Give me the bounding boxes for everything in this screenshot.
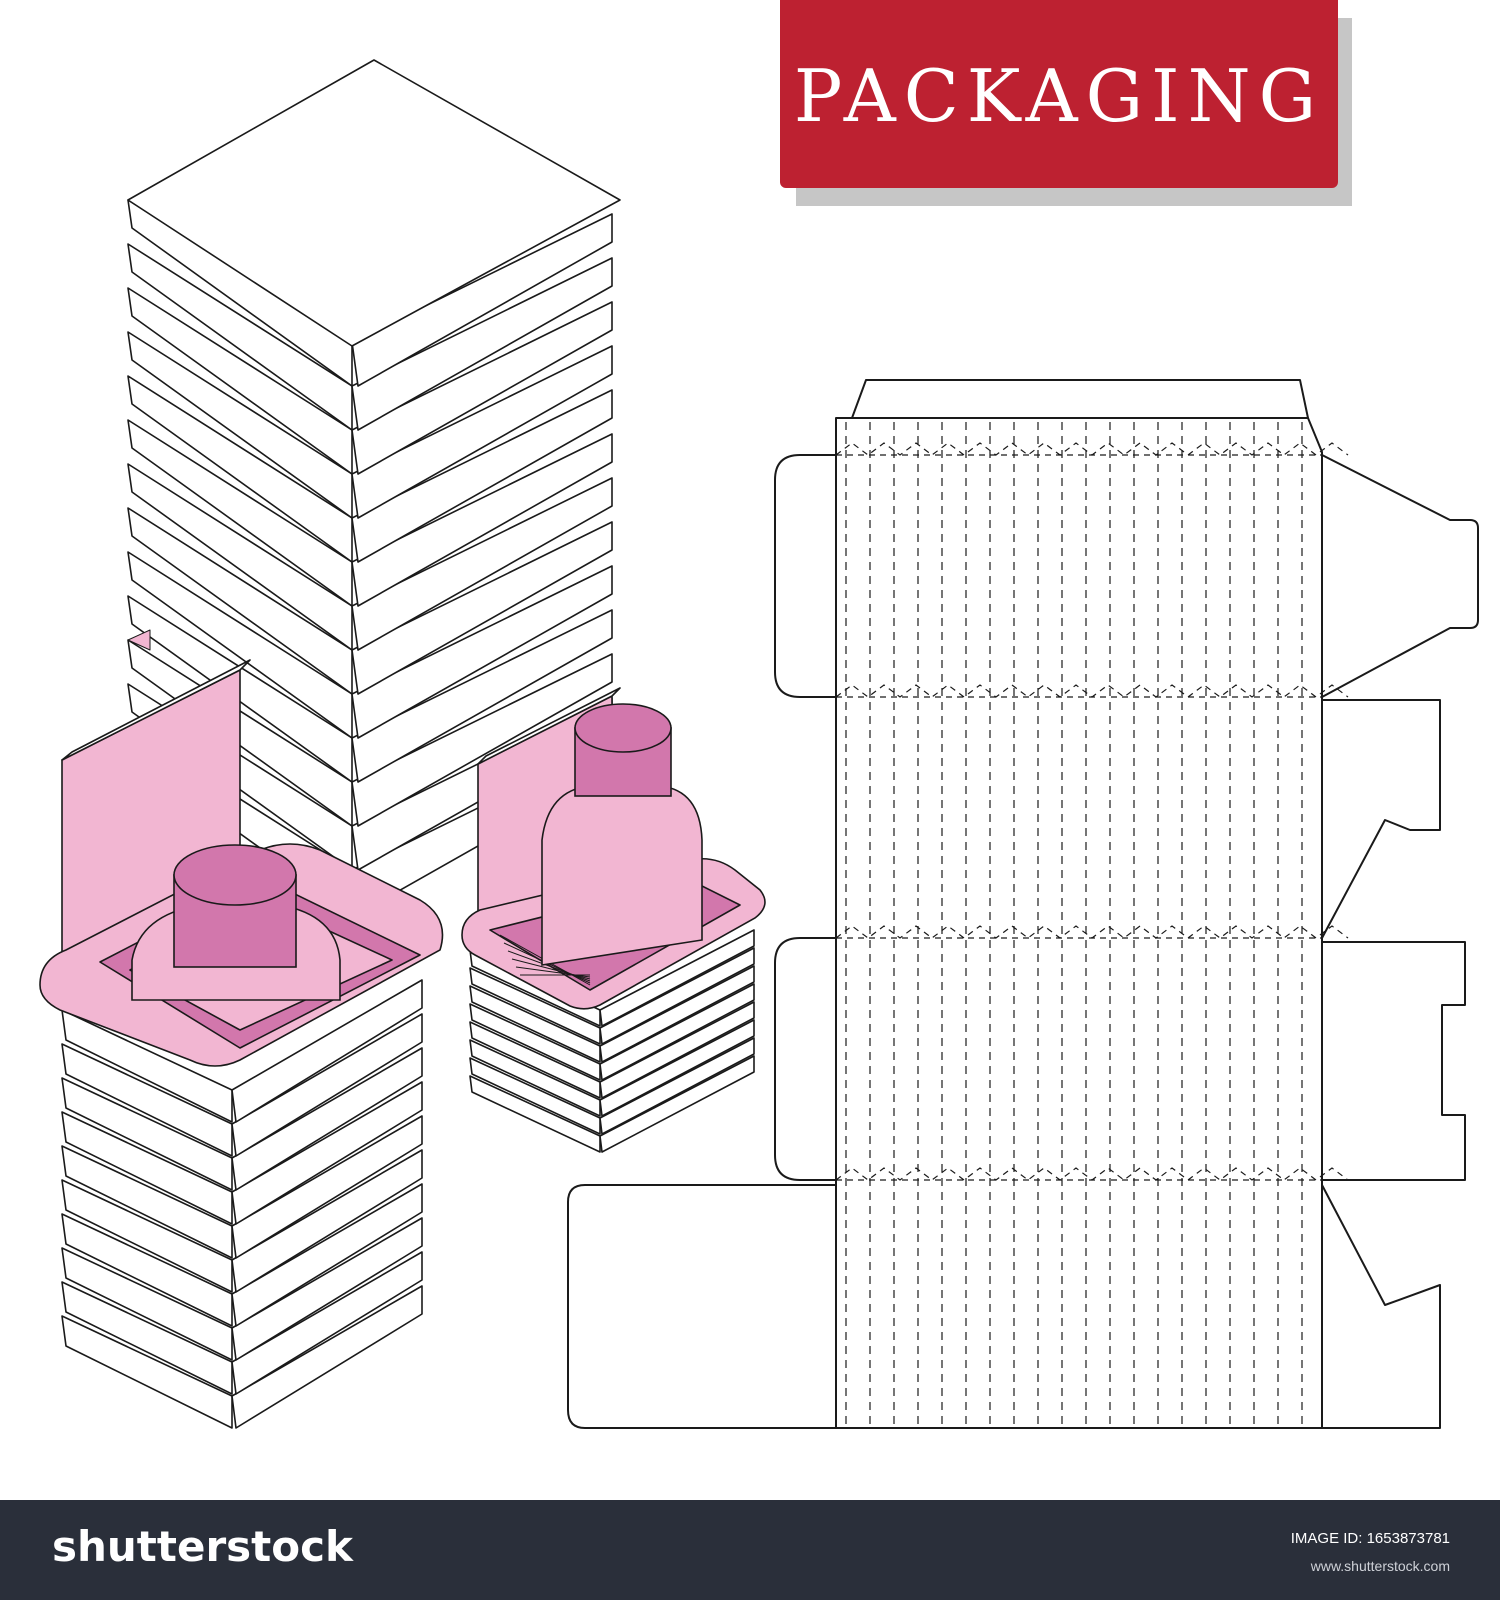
left-stack-layer-right [231,1115,423,1259]
right-stack-layer-left [469,985,601,1063]
right-stack-layer-right [599,929,755,1027]
right-stack-layer-right [599,965,755,1063]
dieline-main-body [835,417,1323,1429]
left-stack-layer-right [231,1149,423,1293]
left-stack-layer-left [61,1179,233,1293]
left-stack-layer-right [231,1183,423,1327]
right-stack-layer-left [469,1075,601,1153]
left-stack-layer-left [61,1315,233,1429]
dieline-right-tab-1 [1321,454,1479,698]
left-open-insert-with-bottle [39,659,444,1429]
stack-layer-right [351,609,613,783]
left-back-curl [61,659,251,761]
illustration-canvas: PACKAGING [39,0,1479,1429]
left-stack-layer-left [61,1043,233,1157]
stack-layer-left [127,507,353,695]
right-stack-layer-left [469,1039,601,1117]
page-title: PACKAGING [793,54,1325,138]
left-stack-layer-left [61,1077,233,1191]
dieline-left-flap-2 [774,937,837,1181]
right-bottle-cap-top [574,703,672,753]
dieline-left-flap-1 [774,454,837,698]
packaging-illustration [39,59,1479,1429]
left-stack-layer-left [61,1281,233,1395]
folded-stack-top-box [127,59,621,915]
stack-layer-right [351,433,613,607]
stack-layer-left [127,287,353,475]
dieline-right-tab-2 [1321,699,1441,939]
stack-layer-right [351,653,613,827]
footer-bar: shutterstock IMAGE ID: 1653873781 www.sh… [0,1500,1500,1600]
stack-layer-right [351,213,613,387]
left-stack-layer-right [231,1047,423,1191]
stack-pink-glimpse [127,629,151,651]
stack-lid-top [127,59,621,347]
stack-layer-right [351,257,613,431]
stack-layer-left [127,375,353,563]
dieline-top-tab [851,379,1309,419]
right-stack-layer-left [469,1003,601,1081]
stack-layer-left [127,243,353,431]
dieline-right-tab-4 [1321,1184,1441,1429]
right-back-curl [477,687,621,765]
left-stack-layer-right [231,979,423,1123]
stack-layer-right [351,301,613,475]
left-stack-layer-left [61,1247,233,1361]
right-stack-layer-right [599,1037,755,1135]
footer-image-id: IMAGE ID: 1653873781 [1290,1530,1450,1547]
left-stack-layer-right [231,1251,423,1395]
title-banner: PACKAGING [780,0,1338,188]
stack-layer-left [127,551,353,739]
left-stack-layer-right [231,1081,423,1225]
left-stack-layer-left [61,1009,233,1123]
left-stack-layer-right [231,1217,423,1361]
stack-layer-right [351,345,613,519]
stack-layer-right [351,477,613,651]
footer-url: www.shutterstock.com [1310,1558,1450,1574]
right-open-insert-with-bottle [461,687,766,1153]
stack-layer-left [127,419,353,607]
stack-layer-right [351,389,613,563]
stack-layer-right [351,565,613,739]
right-stack-layer-right [599,1019,755,1117]
right-stack-layer-right [599,983,755,1081]
left-stack-layer-right [231,1285,423,1429]
footer-brand-logo: shutterstock [52,1522,353,1571]
dieline-bottom-left-flap [567,1184,837,1429]
right-stack-layer-left [469,1057,601,1135]
stack-layer-right [351,521,613,695]
right-stack-layer-left [469,1021,601,1099]
stack-layer-left [127,331,353,519]
left-bottle-cap-top [173,844,297,906]
dieline-right-tab-3 [1321,941,1466,1181]
stack-layer-left [127,463,353,651]
left-stack-layer-left [61,1213,233,1327]
box-dieline-template [567,379,1479,1429]
left-stack-layer-left [61,1111,233,1225]
right-stack-layer-right [599,1055,755,1153]
right-stack-layer-left [469,967,601,1045]
left-stack-layer-left [61,1145,233,1259]
left-stack-layer-right [231,1013,423,1157]
right-bottle-body [541,785,703,966]
right-stack-layer-right [599,947,755,1045]
right-stack-layer-right [599,1001,755,1099]
